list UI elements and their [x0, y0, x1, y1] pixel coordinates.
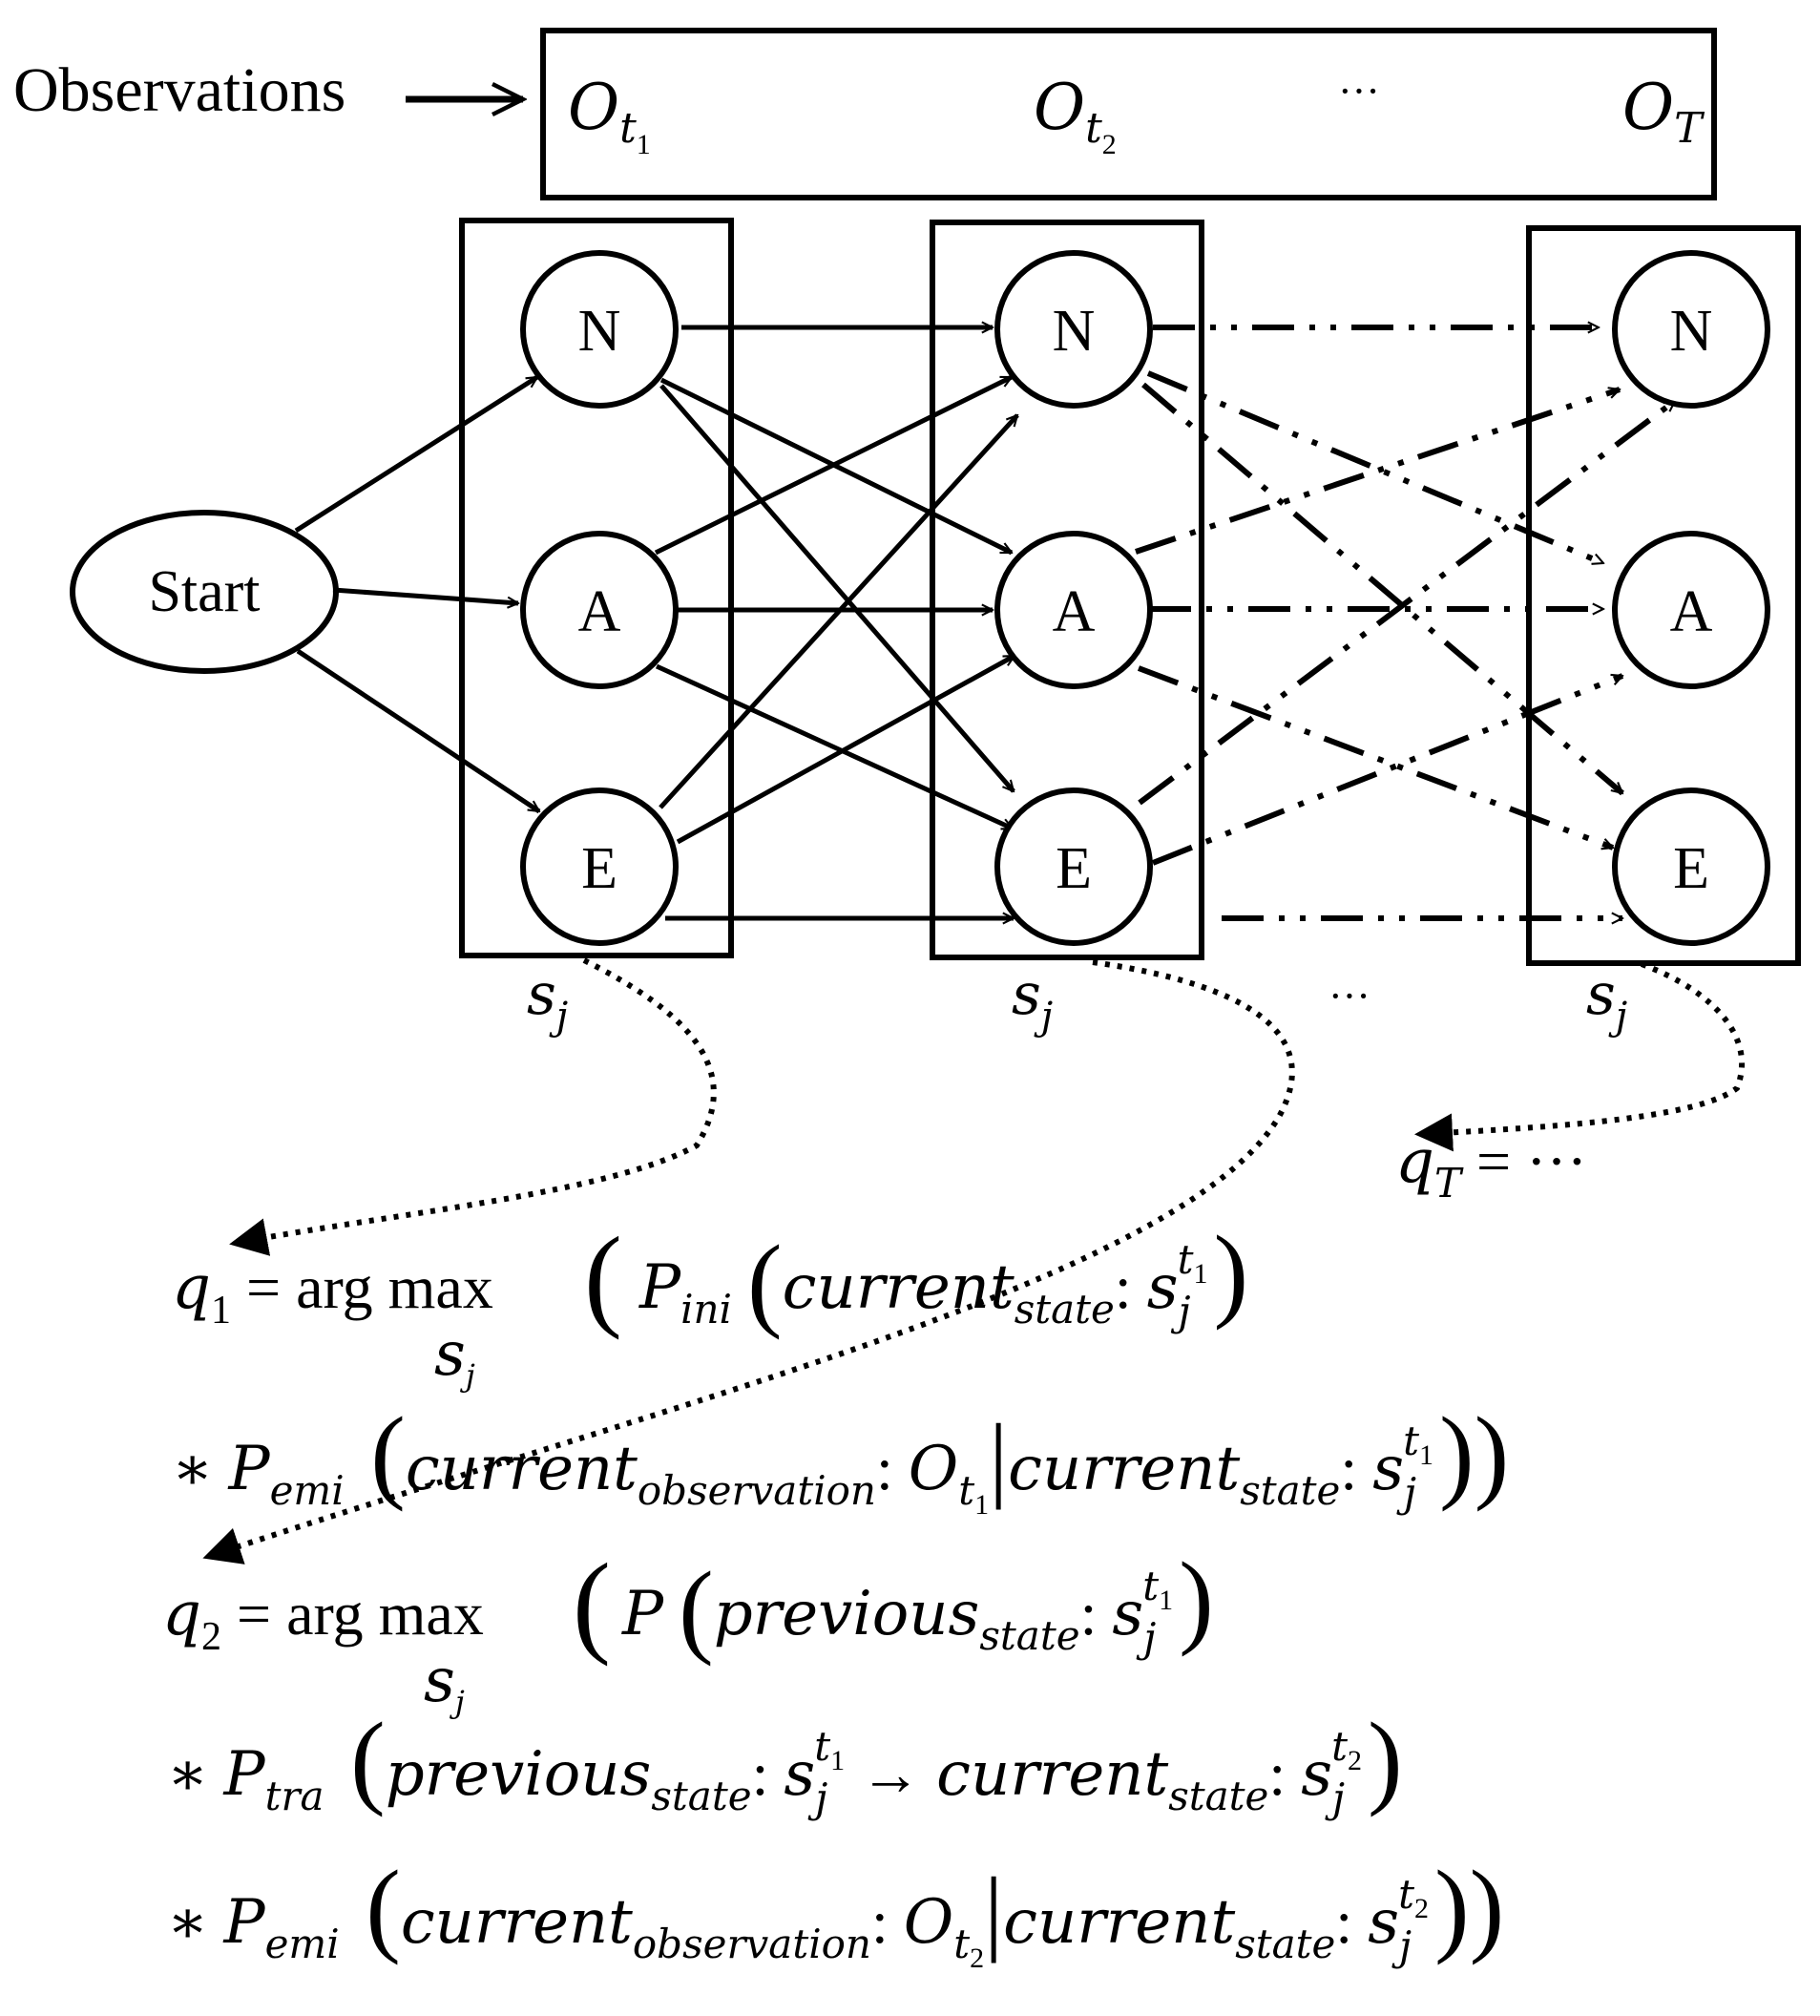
- state-label-E: E: [1056, 836, 1092, 901]
- svg-text:OT: OT: [1622, 71, 1705, 153]
- column-label-T: sj: [1586, 961, 1627, 1039]
- qT-label: qT = ···: [1395, 1126, 1587, 1207]
- state-node-A-col1: [520, 531, 679, 689]
- equation-q1-line2: ∗ Pemi (currentobservation: Ot1|currents…: [172, 1396, 1509, 1521]
- svg-text:sj: sj: [424, 1646, 465, 1720]
- state-column-2: [930, 220, 1204, 960]
- state-node-N-col2: [994, 250, 1153, 409]
- svg-text:∗ Pemi (currentobservation: Ot: ∗ Pemi (currentobservation: Ot2|currents…: [167, 1849, 1504, 1974]
- state-node-N-col1: [520, 250, 679, 409]
- state-node-A-colT: [1612, 531, 1770, 689]
- state-node-E-colT: [1612, 788, 1770, 946]
- equation-q2-line3: ∗ Pemi (currentobservation: Ot2|currents…: [167, 1849, 1504, 1974]
- start-label: Start: [148, 559, 260, 624]
- observation-o1: Ot1: [568, 71, 651, 160]
- observation-o2: Ot2: [1034, 71, 1117, 160]
- state-label-N: N: [1053, 299, 1096, 364]
- state-label-N: N: [1670, 299, 1713, 364]
- observations-box: [540, 28, 1717, 200]
- state-node-N-colT: [1612, 250, 1770, 409]
- svg-text:Pini (currentstate: sjt1): Pini (currentstate: sjt1): [638, 1214, 1248, 1340]
- state-label-E: E: [581, 836, 617, 901]
- svg-text:(: (: [573, 1540, 611, 1667]
- transitions-1-to-2: [654, 327, 1019, 918]
- state-column-1: [459, 218, 734, 958]
- transitions-2-to-T: [1135, 327, 1675, 918]
- equation-q2-line2: ∗ Ptra (previousstate: sjt1 → currentsta…: [167, 1701, 1403, 1821]
- start-edges: [294, 374, 539, 814]
- state-label-E: E: [1673, 836, 1709, 901]
- svg-text:∗ Pemi (currentobservation: Ot: ∗ Pemi (currentobservation: Ot1|currents…: [172, 1396, 1509, 1521]
- svg-text:P (previousstate: sjt1): P (previousstate: sjt1): [621, 1541, 1214, 1667]
- svg-text:Ot1: Ot1: [568, 71, 651, 160]
- state-label-N: N: [578, 299, 621, 364]
- observations-label: Observations: [13, 55, 345, 125]
- column-label-2: sj: [1012, 961, 1053, 1039]
- backtrack-arrows: [202, 957, 1745, 1564]
- state-label-A: A: [1053, 579, 1096, 644]
- column-ellipsis: ···: [1328, 973, 1370, 1019]
- svg-text:Ot2: Ot2: [1034, 71, 1117, 160]
- svg-text:q2 = arg max: q2 = arg max: [162, 1579, 484, 1659]
- state-column-T: [1526, 225, 1801, 966]
- column-label-1: sj: [527, 961, 568, 1039]
- state-label-A: A: [578, 579, 621, 644]
- svg-text:(: (: [584, 1213, 622, 1340]
- observations-ellipsis: ···: [1338, 68, 1380, 115]
- state-node-A-col2: [994, 531, 1153, 689]
- svg-text:sj: sj: [434, 1319, 475, 1394]
- equation-q2-line1: q2 = arg max sj ( P (previousstate: sjt1…: [162, 1540, 1214, 1720]
- state-node-E-col1: [520, 788, 679, 946]
- state-node-E-col2: [994, 788, 1153, 946]
- svg-text:q1 = arg max: q1 = arg max: [172, 1252, 493, 1333]
- equation-q1-line1: q1 = arg max sj ( Pini (currentstate: sj…: [172, 1213, 1248, 1394]
- svg-text:∗ Ptra (previousstate: sjt1 →: ∗ Ptra (previousstate: sjt1 → currentsta…: [167, 1701, 1403, 1821]
- state-nodes: N A E N A E N A E: [520, 250, 1770, 946]
- state-label-A: A: [1670, 579, 1713, 644]
- observation-oT: OT: [1622, 71, 1705, 153]
